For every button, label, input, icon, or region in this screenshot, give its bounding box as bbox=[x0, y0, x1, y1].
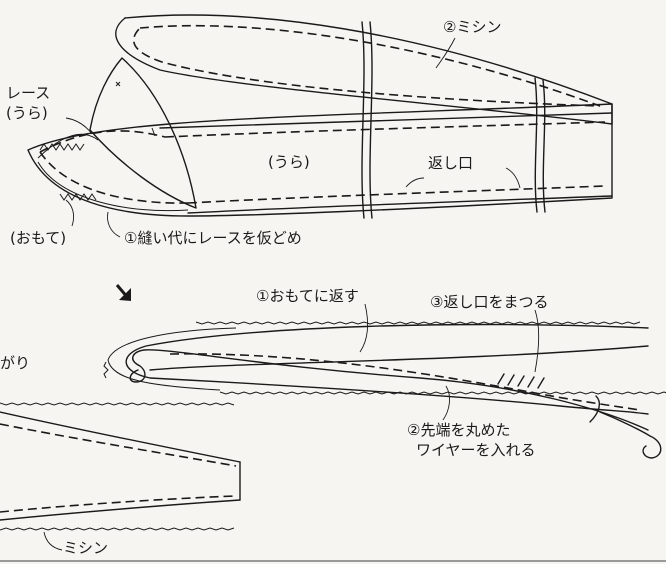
arrow-down-right-icon bbox=[115, 284, 131, 301]
middle-leaders bbox=[359, 303, 540, 421]
label-insert-wire-line1: ②先端を丸めた bbox=[407, 421, 511, 439]
label-sewing-machine-bottom: ミシン bbox=[63, 539, 109, 557]
lace-piece bbox=[37, 57, 197, 212]
label-lace-back-line2: (うら) bbox=[6, 104, 48, 122]
label-lace-back-line1: レース bbox=[6, 84, 51, 102]
label-sewing-machine-top: ②ミシン bbox=[443, 18, 502, 36]
label-basting-step: ①縫い代にレースを仮どめ bbox=[124, 229, 302, 247]
upper-leaders bbox=[65, 37, 521, 238]
label-insert-wire-line2: ワイヤーを入れる bbox=[416, 441, 536, 459]
label-finished-fragment: がり bbox=[0, 354, 31, 372]
label-return-opening: 返し口 bbox=[428, 154, 474, 172]
wire bbox=[129, 349, 662, 459]
band-tape bbox=[361, 21, 546, 219]
label-slipstitch-opening: ③返し口をまつる bbox=[430, 293, 549, 311]
upper-band bbox=[27, 14, 613, 217]
label-back-side: (うら) bbox=[268, 153, 310, 171]
label-front-side: (おもて) bbox=[10, 229, 67, 247]
slipstitch-marks bbox=[497, 373, 545, 389]
finished-band bbox=[0, 402, 241, 551]
turned-band bbox=[103, 321, 666, 415]
label-turn-right-side: ①おもてに返す bbox=[256, 287, 359, 305]
